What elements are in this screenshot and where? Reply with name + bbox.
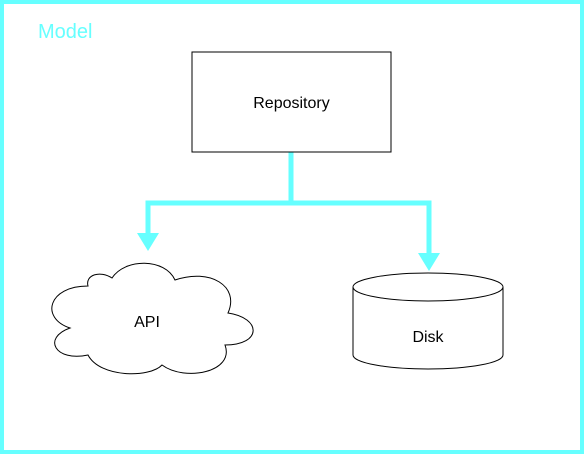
model-label: Model [38, 21, 93, 43]
connector-repository-api [137, 152, 294, 251]
api-node[interactable]: API [51, 262, 254, 375]
repository-node[interactable]: Repository [191, 51, 392, 153]
api-label: API [134, 314, 160, 331]
connector-repository-disk [291, 200, 440, 271]
arrowhead-icon [418, 253, 440, 271]
repository-label: Repository [253, 95, 329, 112]
disk-node[interactable]: Disk [352, 272, 504, 370]
disk-label: Disk [412, 329, 444, 346]
arrowhead-icon [137, 233, 159, 251]
